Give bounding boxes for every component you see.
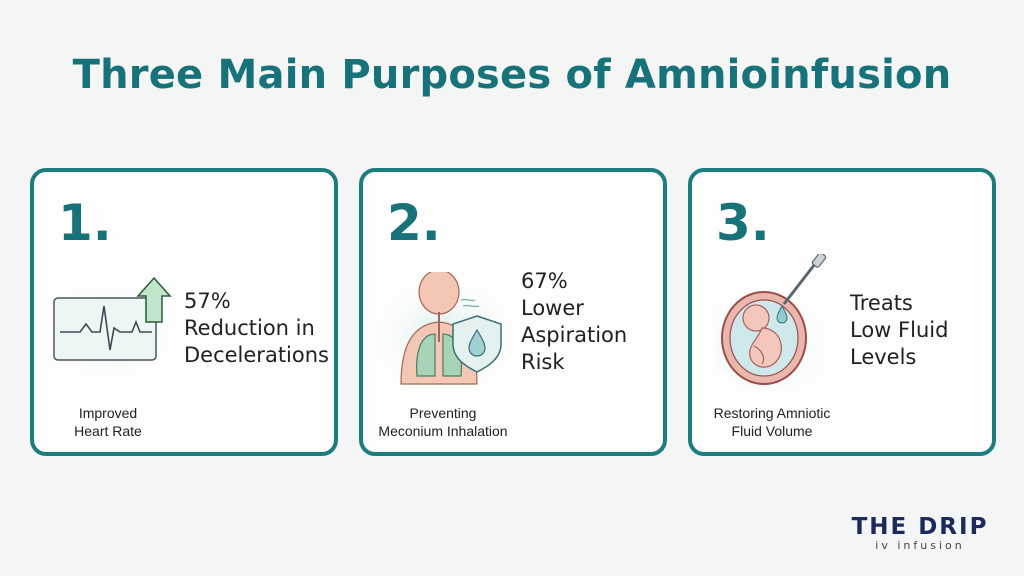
purpose-card-heart-rate: 1. 57% Reduction in Decelerations Improv…: [30, 168, 338, 456]
logo-wordmark: THE DRIP: [851, 514, 989, 540]
stat-text: 57% Reduction in Decelerations: [184, 288, 329, 369]
stat-line: Low Fluid: [850, 318, 949, 342]
caption-line: Restoring Amniotic: [713, 405, 831, 421]
stat-text: Treats Low Fluid Levels: [850, 290, 948, 371]
caption-line: Preventing: [409, 405, 477, 421]
caption-line: Fluid Volume: [731, 423, 813, 439]
purpose-card-meconium: 2. 67% Lower Aspiration Risk Preventing …: [359, 168, 667, 456]
card-caption: Preventing Meconium Inhalation: [367, 404, 519, 440]
card-number: 3.: [716, 194, 770, 252]
caption-line: Heart Rate: [74, 423, 142, 439]
stat-line: Lower: [521, 296, 584, 320]
stat-line: Aspiration: [521, 323, 628, 347]
page-title: Three Main Purposes of Amnioinfusion: [72, 52, 952, 98]
card-number: 1.: [58, 194, 112, 252]
card-caption: Restoring Amniotic Fluid Volume: [696, 404, 848, 440]
card-caption: Improved Heart Rate: [58, 404, 158, 440]
brand-logo: THE DRIP iv infusion: [840, 515, 1000, 553]
stat-line: Decelerations: [184, 343, 329, 367]
stat-line: Levels: [850, 345, 917, 369]
purpose-card-fluid-volume: 3. Treats Low Fluid Levels Restoring Amn…: [688, 168, 996, 456]
stat-line: 57%: [184, 289, 231, 313]
fetus-fluid-icon: [714, 254, 831, 390]
logo-tagline: iv infusion: [875, 539, 965, 552]
stat-line: Reduction in: [184, 316, 315, 340]
card-number: 2.: [387, 194, 441, 252]
caption-line: Meconium Inhalation: [378, 423, 508, 439]
stat-line: 67%: [521, 269, 568, 293]
caption-line: Improved: [78, 405, 138, 421]
lungs-shield-icon: [379, 272, 510, 388]
heart-monitor-icon: [48, 276, 172, 372]
stat-line: Risk: [521, 350, 565, 374]
stat-line: Treats: [850, 291, 913, 315]
stat-text: 67% Lower Aspiration Risk: [521, 268, 627, 376]
